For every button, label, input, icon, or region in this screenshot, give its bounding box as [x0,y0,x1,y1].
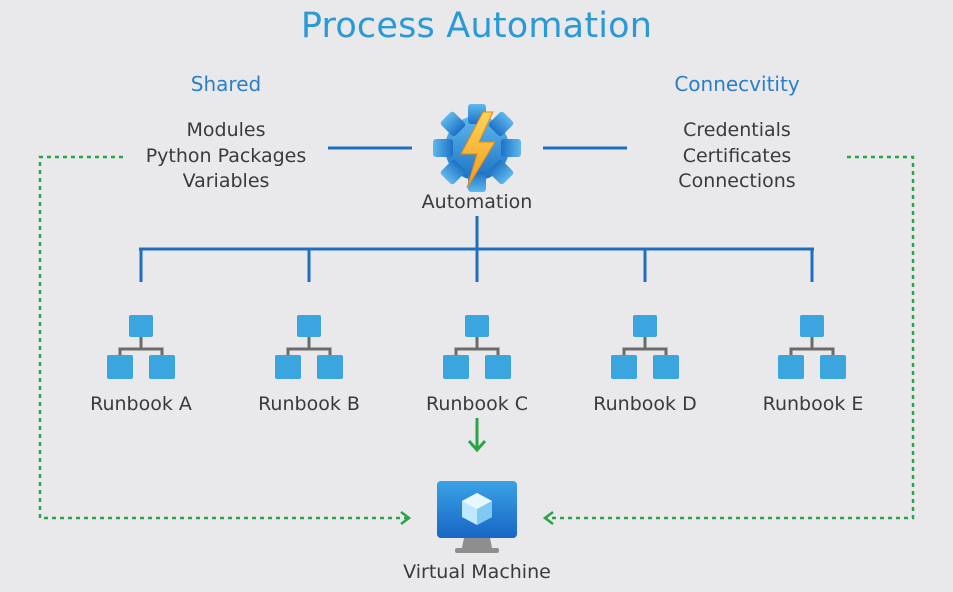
connectivity-to-vm-dotted-line [546,155,915,520]
connectivity-to-vm-arrowhead [542,511,554,525]
shared-item-modules: Modules [186,119,266,141]
connectivity-item-credentials: Credentials [683,119,791,141]
connectivity-list: Credentials Certificates Connections [637,118,837,195]
connectivity-item-certificates: Certificates [682,144,792,167]
automation-label: Automation [421,191,533,213]
virtual-machine-label: Virtual Machine [403,561,551,583]
automation-gear-bolt-icon [433,104,521,192]
virtual-machine-monitor-icon [437,481,517,553]
runbook-e-label: Runbook E [762,393,864,415]
runbook-c-icon [441,313,513,381]
shared-to-vm-dotted-line [38,155,408,520]
shared-list: Modules Python Packages Variables [126,118,326,195]
runbook-d-label: Runbook D [593,393,697,415]
runbook-c-to-vm-arrow [467,418,487,453]
shared-to-vm-arrowhead [400,511,412,525]
page-title: Process Automation [300,6,653,46]
runbook-b-icon [273,313,345,381]
runbook-c-label: Runbook C [425,393,529,415]
connectivity-item-connections: Connections [678,170,796,192]
runbook-b-label: Runbook B [258,393,360,415]
runbook-tree-connector [139,216,814,282]
connectivity-heading: Connecvitity [674,72,800,96]
runbook-d-icon [609,313,681,381]
shared-item-variables: Variables [182,170,270,192]
runbook-a-icon [105,313,177,381]
shared-item-python-packages: Python Packages [145,144,307,167]
runbook-e-icon [776,313,848,381]
shared-heading: Shared [190,72,262,96]
runbook-a-label: Runbook A [90,393,192,415]
